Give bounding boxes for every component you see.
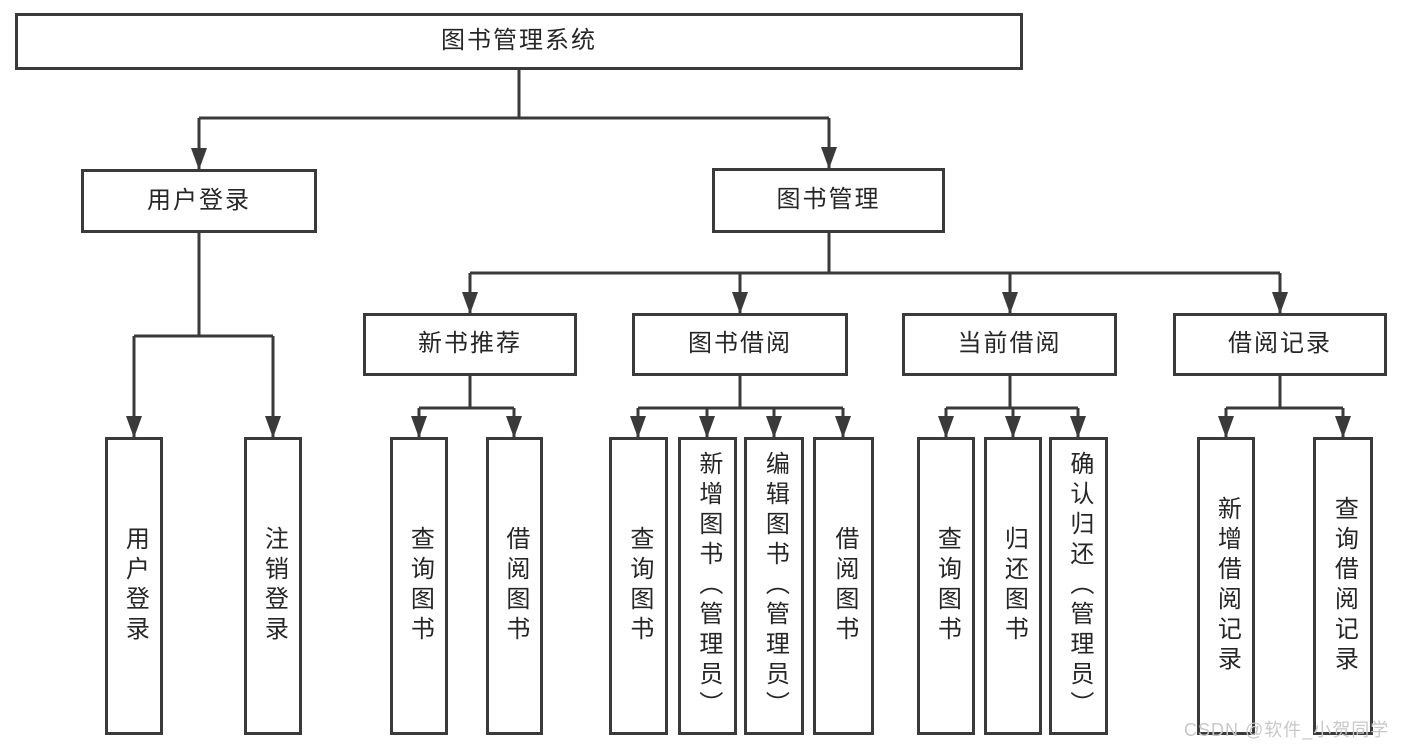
leaf-label: 借阅图书	[830, 526, 858, 646]
node-library-management-system: 图书管理系统	[15, 13, 1023, 70]
leaf-nbr-borrow-books: 借阅图书	[486, 437, 543, 735]
leaf-br-add-borrow-record: 新增借阅记录	[1197, 437, 1255, 735]
node-label: 用户登录	[147, 186, 251, 214]
node-label: 新书推荐	[418, 330, 522, 358]
leaf-label: 用户登录	[121, 526, 149, 646]
node-book-management: 图书管理	[712, 168, 945, 233]
connector-book-borrowing-children	[630, 376, 851, 438]
node-borrowing-records: 借阅记录	[1173, 313, 1387, 376]
node-current-borrowing: 当前借阅	[902, 313, 1117, 376]
leaf-bb-query-books: 查询图书	[609, 437, 668, 735]
node-label: 图书借阅	[688, 330, 792, 358]
leaf-user-login: 用户登录	[105, 437, 163, 735]
leaf-bb-edit-books-admin: 编辑图书（管理员）	[744, 437, 804, 735]
node-label: 图书管理系统	[441, 27, 597, 55]
leaf-label: 新增图书（管理员）	[694, 451, 722, 721]
node-label: 图书管理	[776, 186, 881, 214]
leaf-label: 查询图书	[406, 526, 434, 646]
connector-new-book-recommendation-children	[411, 376, 522, 438]
leaf-label: 查询图书	[625, 526, 653, 646]
leaf-label: 查询图书	[933, 526, 961, 646]
leaf-cb-query-books: 查询图书	[917, 437, 975, 735]
leaf-label: 归还图书	[1000, 526, 1028, 646]
leaf-label: 确认归还（管理员）	[1065, 451, 1093, 721]
node-label: 借阅记录	[1228, 330, 1332, 358]
leaf-cb-confirm-return-admin: 确认归还（管理员）	[1049, 437, 1108, 735]
connector-user-login-children	[126, 233, 281, 438]
connector-borrowing-records-children	[1218, 376, 1351, 438]
leaf-label: 编辑图书（管理员）	[761, 451, 789, 721]
leaf-br-query-borrow-record: 查询借阅记录	[1313, 437, 1373, 735]
connector-current-borrowing-children	[938, 376, 1086, 438]
node-new-book-recommendation: 新书推荐	[363, 313, 577, 376]
leaf-nbr-query-books: 查询图书	[390, 437, 448, 735]
leaf-label: 新增借阅记录	[1213, 496, 1241, 676]
leaf-label: 借阅图书	[501, 526, 529, 646]
leaf-logout-login: 注销登录	[244, 437, 302, 735]
leaf-cb-return-books: 归还图书	[984, 437, 1042, 735]
node-book-borrowing: 图书借阅	[632, 313, 848, 376]
node-label: 当前借阅	[957, 330, 1062, 358]
watermark: CSDN @软件_小贺同学	[1184, 720, 1390, 740]
leaf-label: 注销登录	[260, 526, 288, 646]
connector-book-management-children	[462, 233, 1288, 314]
leaf-label: 查询借阅记录	[1330, 496, 1358, 676]
leaf-bb-add-books-admin: 新增图书（管理员）	[678, 437, 737, 735]
connector-root-to-level2	[191, 70, 837, 170]
leaf-bb-borrow-books: 借阅图书	[813, 437, 874, 735]
node-user-login: 用户登录	[81, 169, 317, 233]
